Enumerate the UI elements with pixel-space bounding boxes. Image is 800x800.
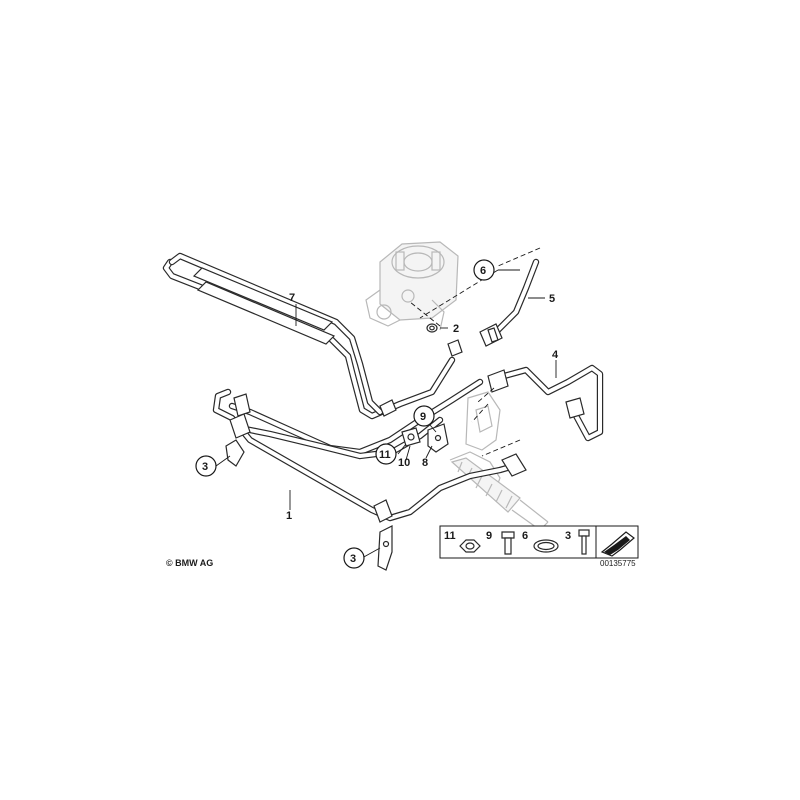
flange-bolt-icon <box>501 531 515 555</box>
screw-icon <box>578 529 590 555</box>
bracket-3-bottom <box>377 525 393 571</box>
callout-7: 7 <box>289 292 295 304</box>
bracket-3-left <box>225 439 245 467</box>
callout-9-label: 9 <box>420 411 426 423</box>
hose-clamp-icon <box>533 539 559 553</box>
callout-3-left: 3 <box>195 455 217 477</box>
seal-ring-2 <box>426 323 438 333</box>
callout-3-bottom-label: 3 <box>350 553 356 565</box>
legend-label-9: 9 <box>486 530 492 542</box>
hose-clamp-10 <box>401 427 421 447</box>
steering-pump-ghost <box>365 241 459 331</box>
copyright-notice: © BMW AG <box>166 558 213 568</box>
callout-6: 6 <box>473 259 495 281</box>
callout-3-left-label: 3 <box>202 461 208 473</box>
parts-legend: 11 9 6 3 <box>439 525 639 559</box>
callout-9: 9 <box>413 405 435 427</box>
callout-6-label: 6 <box>480 265 486 277</box>
legend-label-11: 11 <box>444 530 456 542</box>
suction-hose-5 <box>479 258 540 347</box>
callout-11: 11 <box>375 443 397 465</box>
document-number: 00135775 <box>600 559 636 568</box>
rack-bellows-ghost <box>450 457 521 513</box>
return-hose-4 <box>487 364 604 442</box>
callout-11-label: 11 <box>379 449 391 461</box>
nut-icon <box>459 539 481 553</box>
cooling-loop-pipe-7 <box>162 252 463 420</box>
legend-label-6: 6 <box>522 530 528 542</box>
callout-5: 5 <box>549 293 555 305</box>
callout-3-bottom: 3 <box>343 547 365 569</box>
arrow-icon <box>600 531 635 557</box>
callout-2: 2 <box>453 323 459 335</box>
legend-label-3: 3 <box>565 530 571 542</box>
callout-1: 1 <box>286 510 292 522</box>
callout-10: 10 <box>398 457 410 469</box>
callout-4: 4 <box>552 349 559 361</box>
steering-rack-ghost <box>449 391 549 531</box>
callout-8: 8 <box>422 457 428 469</box>
bracket-8 <box>427 423 449 453</box>
pressure-line-1 <box>212 378 527 523</box>
